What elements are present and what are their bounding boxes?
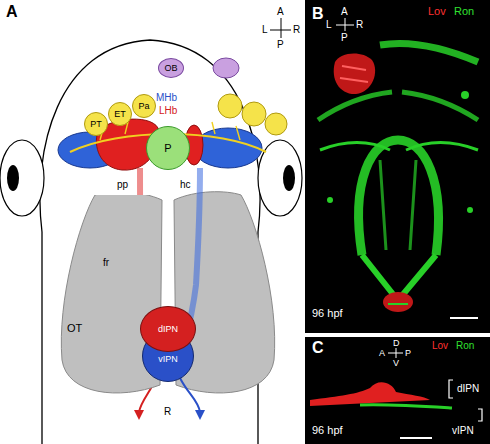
drawing-part [388,303,408,305]
drawing-part [380,44,478,62]
panel-b-drawing [305,0,490,333]
nucleus-circle: ET [108,102,132,126]
anatomy-label: P [277,40,284,50]
drawing-part [449,380,453,398]
drawing-part [400,437,432,439]
anatomy-label: A [341,7,348,17]
anatomy-label: A [277,7,284,17]
drawing-part [180,378,200,412]
node-label: dIPN [158,325,178,334]
anatomy-label: Lov [432,341,448,351]
panel-a-drawing [0,0,303,444]
anatomy-label: L [262,25,268,35]
anatomy-label: fr [103,258,109,268]
anatomy-label: Ron [454,6,474,17]
drawing-part [213,58,239,78]
anatomy-label: vIPN [452,426,474,436]
drawing-part [334,53,375,94]
anatomy-label: R [356,20,363,30]
anatomy-label: 96 hpf [312,425,343,436]
drawing-part [360,405,452,408]
panel-letter: A [6,4,18,20]
drawing-part [195,410,205,420]
node-label: OB [164,64,177,73]
drawing-part [318,92,392,120]
drawing-part [359,140,439,255]
drawing-part [281,18,282,38]
drawing-part [265,113,287,135]
nucleus-circle: PT [84,112,108,136]
drawing-part [336,25,354,26]
drawing-part [218,94,242,118]
anatomy-label: hc [180,180,191,190]
olfactory-bulb: OB [158,58,184,78]
anatomy-label: A [379,349,385,358]
anatomy-label: L [326,20,332,30]
panel-letter: B [312,6,324,22]
node-label: P [164,143,171,154]
panel-letter: C [312,340,324,356]
anatomy-label: dIPN [457,384,479,394]
anatomy-label: P [341,33,348,43]
pineal-circle: P [146,126,190,170]
drawing-part [0,0,303,444]
anatomy-label: 96 hpf [312,308,343,319]
drawing-part [362,255,436,298]
drawing-part [450,317,478,319]
drawing-part [467,207,473,213]
panel-c-drawing [305,337,490,444]
drawing-part [310,382,430,406]
ipn-dorsal: dIPN [140,306,196,352]
drawing-part [270,30,291,31]
anatomy-label: V [393,359,399,368]
anatomy-label: MHb [156,93,177,103]
anatomy-label: P [405,349,411,358]
anatomy-label: pp [117,180,128,190]
nucleus-circle: Pa [132,94,156,118]
drawing-part [242,102,266,126]
node-label: Pa [138,102,149,111]
anatomy-label: Lov [428,6,446,17]
node-label: ET [114,110,126,119]
drawing-part [478,409,482,421]
drawing-part [305,0,490,333]
node-label: PT [90,120,102,129]
drawing-part [327,197,333,203]
drawing-part [283,165,295,191]
drawing-part [388,353,403,354]
anatomy-label: LHb [159,106,177,116]
anatomy-label: R [164,407,171,417]
drawing-part [383,292,413,312]
anatomy-label: D [393,339,400,348]
drawing-part [134,410,144,420]
anatomy-label: Ron [456,341,474,351]
drawing-part [340,66,368,82]
drawing-part [461,91,469,99]
anatomy-label: R [293,25,300,35]
node-label: vIPN [158,355,178,364]
drawing-part [380,160,416,250]
drawing-part [402,92,478,120]
node-label: OT [67,323,82,334]
drawing-part [7,165,19,191]
drawing-part [305,337,490,444]
drawing-part [194,128,262,168]
drawing-part [0,140,44,216]
